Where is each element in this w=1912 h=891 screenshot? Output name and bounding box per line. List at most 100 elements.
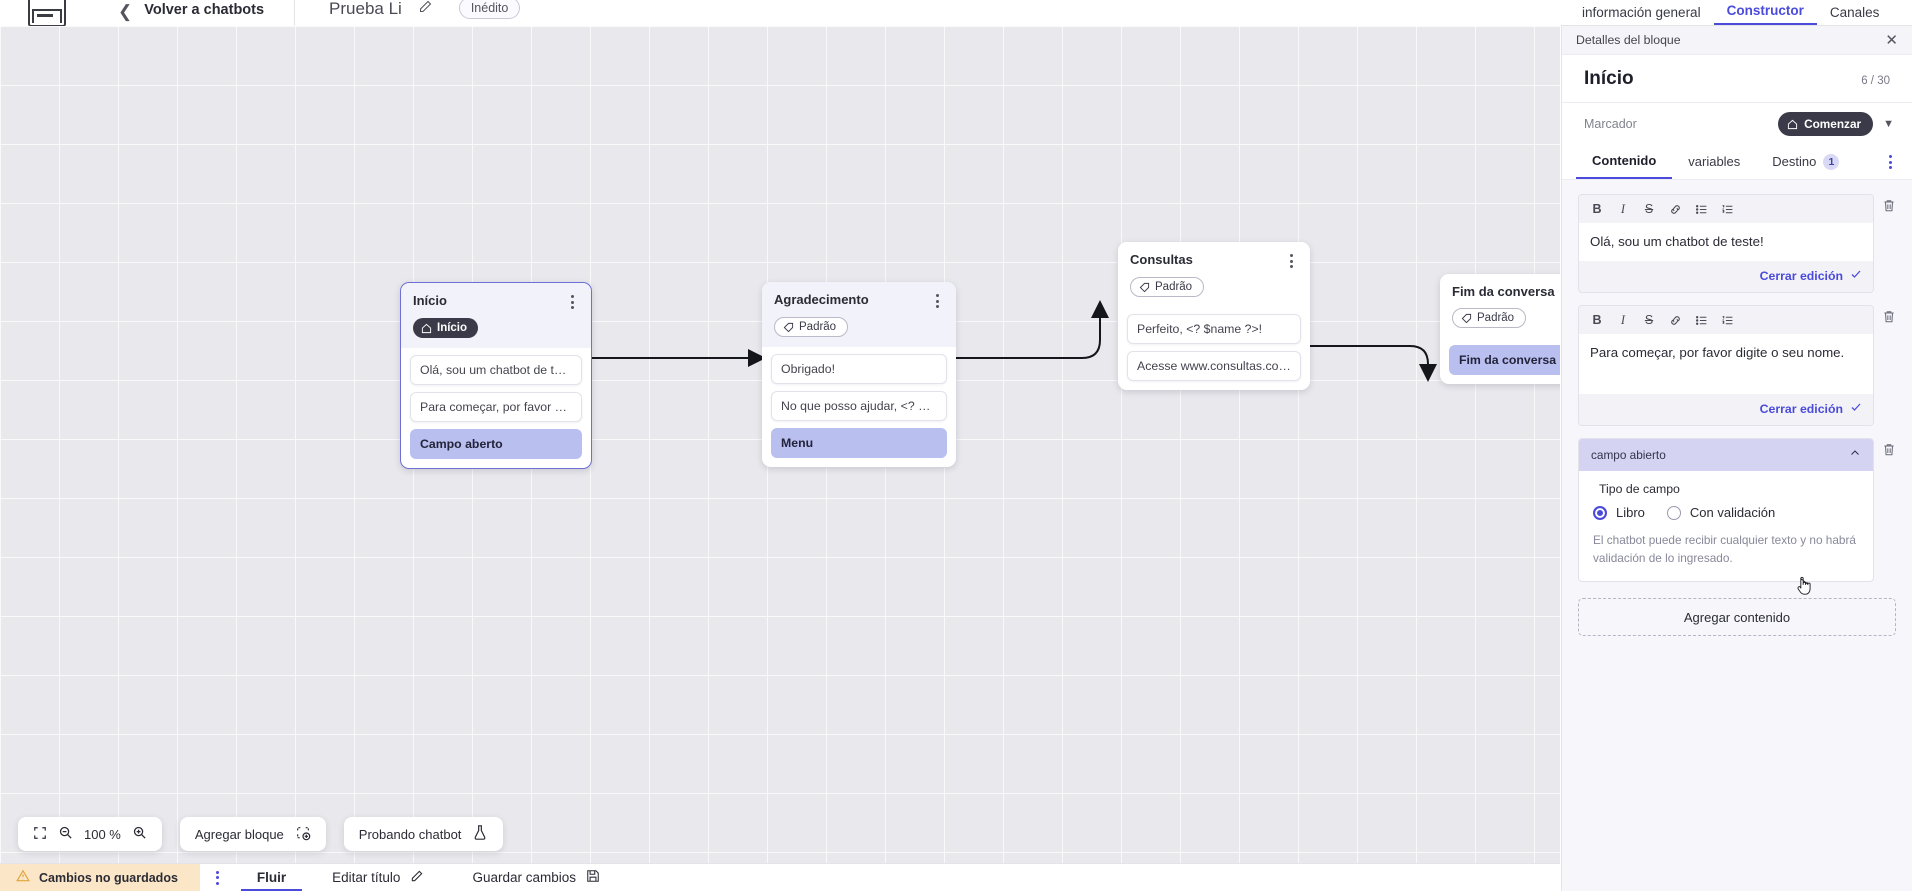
pencil-icon[interactable] [418, 0, 433, 19]
trash-icon[interactable] [1882, 305, 1896, 329]
tab-contenido[interactable]: Contenido [1576, 145, 1673, 179]
tab-fluir[interactable]: Fluir [235, 864, 308, 891]
editor-toolbar: B I S [1579, 195, 1873, 223]
node-field[interactable]: Fim da conversa [1449, 344, 1560, 375]
radio-dot [1666, 505, 1681, 520]
panel-header-title: Detalles del bloque [1576, 33, 1681, 47]
zoom-controls: 100 % [18, 817, 162, 851]
close-edit-label[interactable]: Cerrar edición [1759, 402, 1843, 416]
marker-value-badge[interactable]: Comenzar [1778, 112, 1874, 136]
editor-text[interactable]: Para começar, por favor digite o seu nom… [1579, 334, 1873, 394]
radio-con-validacion-label: Con validación [1689, 505, 1776, 520]
save-changes-button[interactable]: Guardar cambios [448, 864, 624, 891]
node-message[interactable]: Para começar, por favor digite o ... [410, 391, 582, 422]
node-message[interactable]: Acesse www.consultas.com par... [1127, 350, 1301, 381]
node-field[interactable]: Menu [771, 427, 947, 458]
add-block-button[interactable]: Agregar bloque [179, 817, 326, 851]
panel-title-row: Início 6 / 30 [1562, 55, 1912, 103]
node-header: Agradecimento Padrão [762, 282, 956, 347]
node-badge-label: Padrão [1477, 312, 1515, 324]
kebab-menu-icon[interactable] [1883, 155, 1898, 169]
editor-footer: Cerrar edición [1579, 394, 1873, 425]
tab-informacion-general[interactable]: información general [1582, 5, 1701, 20]
flow-node-inicio[interactable]: Início Início Olá, sou um chatbot de tes… [400, 282, 592, 469]
tab-constructor[interactable]: Constructor [1713, 3, 1817, 25]
trash-icon[interactable] [1882, 194, 1896, 218]
flow-node-fim-da-conversa[interactable]: Fim da conversa Padrão Fim da conversa [1440, 274, 1560, 384]
kebab-menu-icon[interactable] [565, 293, 579, 309]
field-block: campo abierto Tipo de campo Libro [1578, 438, 1896, 583]
kebab-menu-icon[interactable] [930, 292, 944, 308]
node-message[interactable]: Obrigado! [771, 353, 947, 384]
editor-footer: Cerrar edición [1579, 261, 1873, 292]
workspace-tabs: información general Constructor Canales [1561, 0, 1912, 26]
radio-libro[interactable]: Libro [1593, 505, 1645, 520]
block-counter: 6 / 30 [1861, 75, 1890, 87]
node-title: Início [413, 293, 447, 308]
chevron-down-icon[interactable]: ▼ [1883, 118, 1894, 130]
rich-text-editor[interactable]: B I S [1578, 305, 1874, 426]
add-block-icon [295, 825, 311, 844]
rich-text-editor[interactable]: B I S [1578, 194, 1874, 293]
home-icon [421, 323, 432, 333]
node-message[interactable]: No que posso ajudar, <? $name ... [771, 390, 947, 421]
trash-icon[interactable] [1882, 438, 1896, 462]
node-badge-default: Padrão [1452, 308, 1527, 328]
node-body: Fim da conversa [1440, 344, 1560, 375]
node-message[interactable]: Olá, sou um chatbot de teste! [410, 354, 582, 385]
kebab-menu-icon[interactable] [200, 864, 235, 891]
flow-node-agradecimento[interactable]: Agradecimento Padrão Obrigado! No que po… [762, 282, 956, 467]
italic-icon[interactable]: I [1620, 312, 1626, 327]
editor-text[interactable]: Olá, sou um chatbot de teste! [1579, 223, 1873, 261]
chevron-up-icon[interactable] [1849, 446, 1861, 464]
node-badge-label: Início [437, 322, 468, 334]
add-block-label: Agregar bloque [194, 826, 284, 842]
back-to-chatbots-link[interactable]: Volver a chatbots [144, 2, 265, 18]
edit-title-button[interactable]: Editar título [308, 864, 448, 891]
bulleted-list-icon[interactable] [1690, 199, 1712, 219]
open-field-card: campo abierto Tipo de campo Libro [1578, 438, 1874, 583]
destino-count-badge: 1 [1823, 153, 1840, 170]
flask-icon [472, 824, 488, 844]
fit-screen-icon[interactable] [33, 826, 47, 843]
zoom-level: 100 % [84, 826, 121, 842]
node-field[interactable]: Campo aberto [410, 428, 582, 459]
bold-icon[interactable]: B [1592, 202, 1602, 216]
numbered-list-icon[interactable] [1716, 310, 1738, 330]
link-icon[interactable] [1664, 310, 1686, 330]
field-card-body: Tipo de campo Libro Con validación E [1579, 471, 1873, 581]
close-icon[interactable]: ✕ [1885, 31, 1898, 49]
tab-canales[interactable]: Canales [1829, 5, 1880, 20]
close-edit-label[interactable]: Cerrar edición [1759, 269, 1843, 283]
link-icon[interactable] [1664, 199, 1686, 219]
flow-canvas[interactable]: Início Início Olá, sou um chatbot de tes… [0, 26, 1560, 864]
tab-variables[interactable]: variables [1672, 146, 1756, 178]
brand-logo-icon[interactable] [28, 0, 66, 27]
pencil-icon [410, 869, 424, 886]
node-message[interactable]: Perfeito, <? $name ?>! [1127, 313, 1301, 344]
bold-icon[interactable]: B [1592, 313, 1602, 327]
add-content-label: Agregar contenido [1683, 609, 1791, 625]
node-title: Agradecimento [774, 292, 869, 307]
tag-icon [783, 322, 794, 332]
zoom-in-icon[interactable] [132, 825, 147, 843]
save-disk-icon [586, 869, 600, 886]
radio-con-validacion[interactable]: Con validación [1666, 505, 1776, 520]
check-icon[interactable] [1850, 400, 1862, 418]
field-card-header[interactable]: campo abierto [1579, 439, 1873, 471]
radio-libro-label: Libro [1616, 505, 1645, 520]
check-icon[interactable] [1850, 267, 1862, 285]
add-content-button[interactable]: Agregar contenido [1578, 598, 1896, 637]
tab-destino[interactable]: Destino 1 [1756, 146, 1855, 179]
strikethrough-icon[interactable]: S [1644, 313, 1654, 327]
panel-header: Detalles del bloque ✕ [1562, 26, 1912, 55]
bulleted-list-icon[interactable] [1690, 310, 1712, 330]
strikethrough-icon[interactable]: S [1644, 202, 1654, 216]
chevron-left-icon[interactable]: ❮ [118, 1, 133, 21]
numbered-list-icon[interactable] [1716, 199, 1738, 219]
test-chatbot-button[interactable]: Probando chatbot [343, 817, 504, 851]
zoom-out-icon[interactable] [58, 825, 73, 843]
flow-node-consultas[interactable]: Consultas Padrão Perfeito, <? $name ?>! … [1118, 242, 1310, 390]
kebab-menu-icon[interactable] [1284, 252, 1298, 268]
italic-icon[interactable]: I [1620, 201, 1626, 216]
